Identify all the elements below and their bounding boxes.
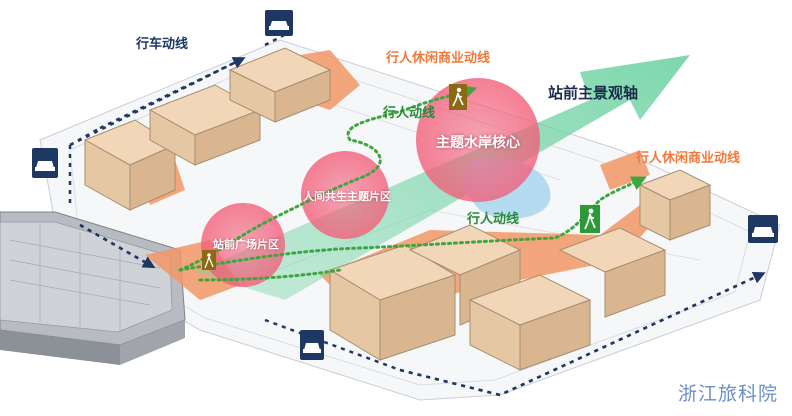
label-main-axis: 站前主景观轴: [548, 84, 639, 102]
zone-core-circle: [416, 78, 540, 202]
pedestrian-icon: [202, 250, 216, 270]
label-commercial-route-top: 行人休闲商业动线: [386, 51, 491, 66]
car-icon: [300, 330, 324, 360]
car-icon: [748, 215, 778, 243]
station-building: [0, 211, 186, 365]
label-vehicle-route: 行车动线: [136, 37, 189, 52]
watermark: 浙江旅科院: [677, 383, 778, 405]
label-pedestrian-route-top: 行人动线: [383, 106, 436, 121]
pedestrian-icon: [449, 84, 467, 110]
label-commercial-route-right: 行人休闲商业动线: [636, 151, 741, 166]
pedestrian-icon: [580, 205, 600, 233]
label-zone-plaza: 站前广场片区: [213, 238, 279, 251]
label-zone-core: 主题水岸核心: [436, 135, 520, 151]
pedestrian-routes: [178, 85, 647, 282]
zone-mid-circle: [301, 151, 389, 239]
car-icon: [32, 148, 58, 178]
buildings: [83, 47, 712, 371]
vehicle-route: [68, 30, 761, 397]
label-zone-mid: 人间共生主题片区: [303, 190, 391, 203]
label-pedestrian-route-mid: 行人动线: [467, 212, 520, 227]
car-icon: [265, 10, 293, 36]
